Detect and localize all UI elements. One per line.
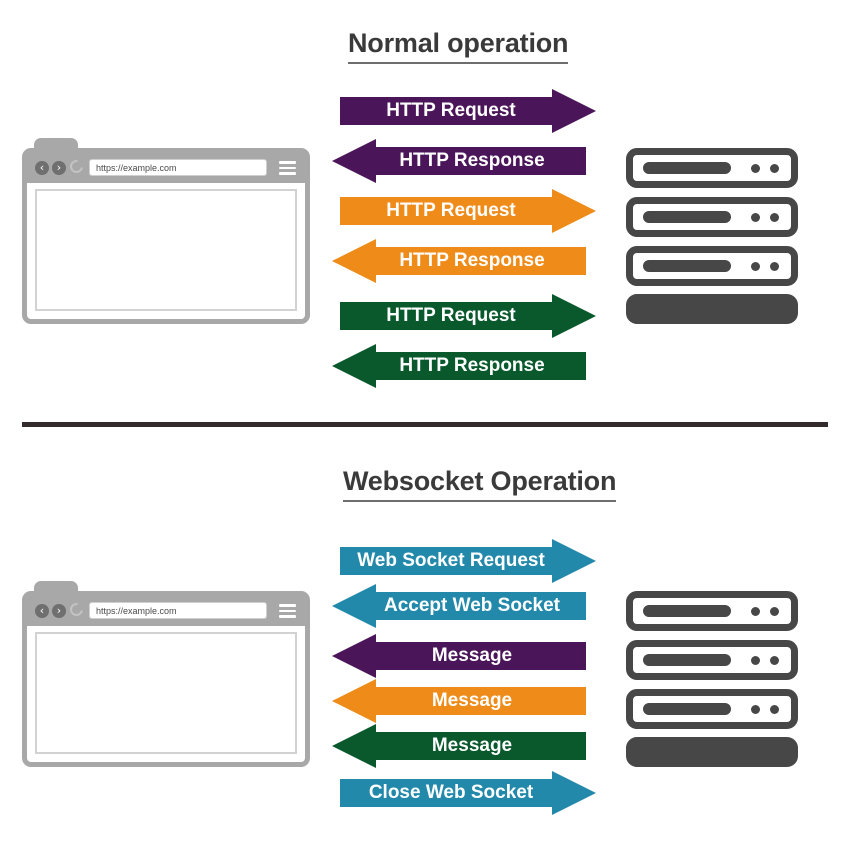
server-unit — [626, 246, 798, 286]
arrow-shape-right — [340, 89, 596, 133]
arrow-message-green: Message — [332, 724, 586, 768]
browser-window-websocket: ‹ › https://example.com — [22, 581, 310, 767]
arrow-shape-left — [332, 724, 586, 768]
arrow-label: HTTP Response — [399, 355, 545, 376]
url-input[interactable]: https://example.com — [96, 606, 177, 616]
browser-frame: ‹ › https://example.com — [22, 148, 310, 324]
arrow-label: HTTP Response — [399, 150, 545, 171]
browser-toolbar: ‹ › https://example.com — [27, 596, 305, 626]
arrow-http-request-green: HTTP Request — [332, 294, 596, 338]
arrow-shape-left — [332, 239, 586, 283]
server-led — [770, 705, 779, 714]
server-unit — [626, 640, 798, 680]
server-led — [751, 262, 760, 271]
arrow-http-request-orange: HTTP Request — [332, 189, 596, 233]
server-base — [626, 294, 798, 324]
forward-icon[interactable]: › — [52, 604, 66, 618]
menu-icon[interactable] — [279, 604, 296, 618]
url-bar[interactable]: https://example.com — [89, 602, 267, 619]
reload-icon[interactable] — [67, 157, 86, 176]
server-unit — [626, 591, 798, 631]
arrow-shape-left — [332, 139, 586, 183]
server-unit — [626, 148, 798, 188]
arrow-label: Web Socket Request — [357, 550, 545, 571]
server-led — [751, 213, 760, 222]
browser-viewport — [35, 632, 297, 754]
server-led — [751, 607, 760, 616]
url-bar[interactable]: https://example.com — [89, 159, 267, 176]
arrow-web-socket-request: Web Socket Request — [332, 539, 596, 583]
server-led — [751, 164, 760, 173]
server-stack-normal — [626, 148, 798, 324]
server-base — [626, 737, 798, 767]
back-icon[interactable]: ‹ — [35, 604, 49, 618]
arrow-http-response-green: HTTP Response — [332, 344, 586, 388]
arrow-message-orange: Message — [332, 679, 586, 723]
arrow-label: HTTP Request — [386, 200, 516, 221]
arrow-shape-right — [340, 294, 596, 338]
arrow-label: Close Web Socket — [368, 782, 534, 803]
browser-frame: ‹ › https://example.com — [22, 591, 310, 767]
server-led — [770, 213, 779, 222]
arrow-shape-right — [340, 539, 596, 583]
server-led — [770, 656, 779, 665]
arrow-shape-left — [332, 344, 586, 388]
section-title-normal-operation: Normal operation — [348, 28, 569, 64]
arrow-shape-left — [332, 679, 586, 723]
url-input[interactable]: https://example.com — [96, 163, 177, 173]
browser-toolbar: ‹ › https://example.com — [27, 153, 305, 183]
arrow-accept-web-socket: Accept Web Socket — [332, 584, 586, 628]
arrow-http-request-purple: HTTP Request — [332, 89, 596, 133]
back-icon[interactable]: ‹ — [35, 161, 49, 175]
arrow-close-web-socket: Close Web Socket — [332, 771, 596, 815]
server-led — [770, 262, 779, 271]
server-slot — [643, 162, 731, 174]
section-divider — [22, 422, 828, 427]
section-title-websocket-operation: Websocket Operation — [343, 466, 616, 502]
arrow-label: Message — [431, 690, 513, 711]
arrow-label: Message — [431, 735, 513, 756]
arrow-shape-right — [340, 771, 596, 815]
server-unit — [626, 689, 798, 729]
forward-icon[interactable]: › — [52, 161, 66, 175]
arrow-label: HTTP Response — [399, 250, 545, 271]
arrow-shape-right — [340, 189, 596, 233]
arrow-label: Accept Web Socket — [384, 595, 560, 616]
arrow-http-response-orange: HTTP Response — [332, 239, 586, 283]
browser-window-normal: ‹ › https://example.com — [22, 138, 310, 324]
arrow-http-response-purple: HTTP Response — [332, 139, 586, 183]
server-led — [751, 656, 760, 665]
server-led — [751, 705, 760, 714]
arrow-label: Message — [431, 645, 513, 666]
server-slot — [643, 605, 731, 617]
server-led — [770, 164, 779, 173]
arrow-label: HTTP Request — [386, 100, 516, 121]
arrow-label: HTTP Request — [386, 305, 516, 326]
arrow-message-purple: Message — [332, 634, 586, 678]
arrow-shape-left — [332, 634, 586, 678]
server-led — [770, 607, 779, 616]
server-unit — [626, 197, 798, 237]
server-slot — [643, 703, 731, 715]
browser-viewport — [35, 189, 297, 311]
server-slot — [643, 260, 731, 272]
server-stack-websocket — [626, 591, 798, 767]
arrow-shape-left — [332, 584, 586, 628]
server-slot — [643, 654, 731, 666]
menu-icon[interactable] — [279, 161, 296, 175]
reload-icon[interactable] — [67, 600, 86, 619]
server-slot — [643, 211, 731, 223]
